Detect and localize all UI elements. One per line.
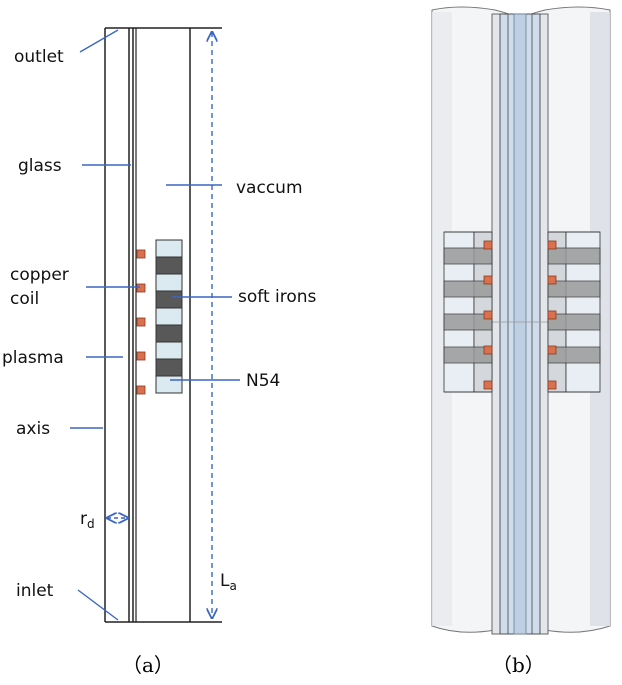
leader-inlet [77,589,119,621]
copper-coil-square [136,317,146,327]
cylinder-shade-left [432,12,452,626]
plasma-core [513,13,527,635]
leader-outlet [79,29,119,53]
inner-wall-left [491,13,501,635]
copper-coils-left [483,240,493,390]
label-rd-sub: d [87,517,95,531]
caption-a: （a） [122,653,174,677]
copper-coil-square [136,385,146,395]
leader-lines [70,29,240,621]
copper-coils [136,249,146,395]
label-la-sub: a [229,579,236,593]
label-soft-irons: soft irons [238,287,317,307]
label-n54: N54 [246,371,280,391]
copper-coil-square [136,351,146,361]
inner-wall-right [539,13,549,635]
copper-coil-square [136,283,146,293]
label-plasma: plasma [2,348,64,368]
label-la-main: L [220,571,230,591]
panel-a: outlet glass vaccum copper coil soft iro… [2,27,317,677]
label-rd-main: r [80,509,87,529]
label-vaccum: vaccum [236,178,303,198]
label-outlet: outlet [14,47,64,67]
label-axis: axis [16,419,50,439]
label-inlet: inlet [16,581,54,601]
label-la: La [220,571,237,593]
copper-coils-right [547,240,557,390]
label-glass: glass [18,156,62,176]
panel-b: （b） [431,6,611,677]
label-coil: coil [10,289,39,309]
caption-b: （b） [492,653,545,677]
label-copper: copper [10,265,69,285]
magnet-stack-right [547,231,601,393]
label-rd: rd [80,509,95,531]
copper-coil-square [136,249,146,259]
magnet-stack [155,239,183,394]
